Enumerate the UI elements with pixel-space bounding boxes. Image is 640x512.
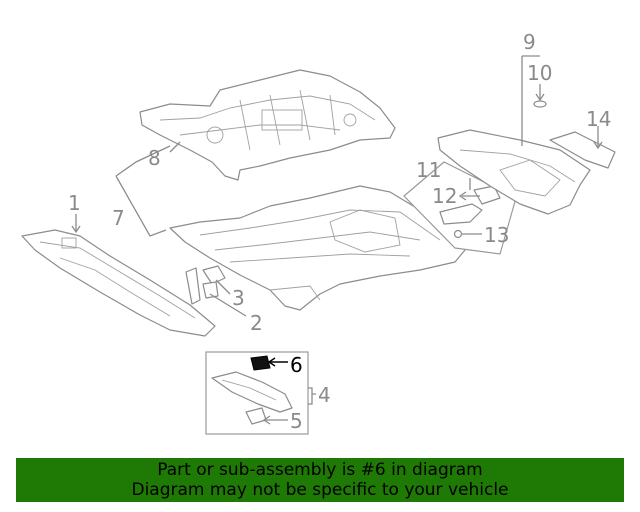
callout-1: 1 [68, 191, 81, 215]
callout-labels: 1 2 3 4 5 6 7 8 9 10 11 12 13 14 [68, 30, 611, 433]
callout-12: 12 [432, 184, 457, 208]
part-6-clip [250, 355, 271, 371]
banner-line-1: Part or sub-assembly is #6 in diagram [157, 460, 483, 480]
callout-5: 5 [290, 409, 303, 433]
callout-14: 14 [586, 107, 611, 131]
part-7-floor-shield [169, 185, 466, 311]
part-8-shield [139, 69, 396, 181]
callout-13: 13 [484, 223, 509, 247]
callout-6: 6 [290, 353, 303, 377]
part-9-shield [437, 100, 616, 215]
callout-9: 9 [523, 30, 536, 54]
part-2-3-bracket [185, 265, 226, 305]
part-4-group [205, 351, 309, 435]
callout-4: 4 [318, 383, 331, 407]
info-banner: Part or sub-assembly is #6 in diagram Di… [16, 458, 624, 502]
callout-2: 2 [250, 311, 263, 335]
callout-3: 3 [232, 286, 245, 310]
leader-lines [71, 55, 603, 425]
callout-8: 8 [148, 146, 161, 170]
callout-11: 11 [416, 158, 441, 182]
callout-7: 7 [112, 206, 125, 230]
banner-line-2: Diagram may not be specific to your vehi… [131, 480, 509, 500]
callout-10: 10 [527, 61, 552, 85]
part-1-front-shield [21, 229, 216, 337]
